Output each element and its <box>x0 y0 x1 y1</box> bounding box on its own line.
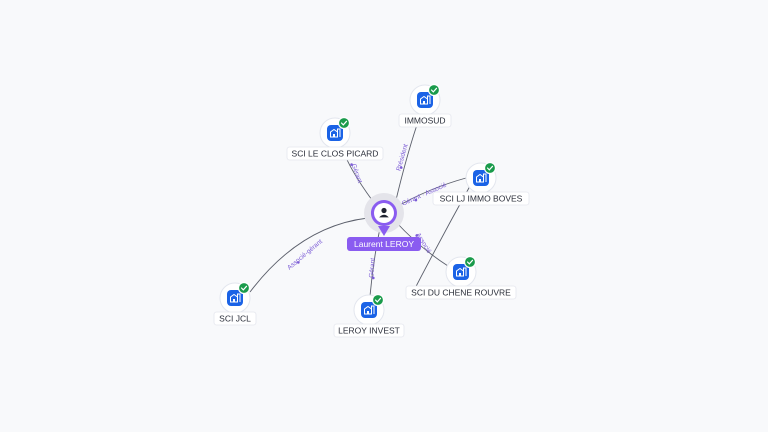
person-name[interactable]: Laurent LEROY <box>354 239 414 249</box>
company-label-bg <box>213 311 257 326</box>
company-building-icon <box>453 264 469 280</box>
person-icon <box>379 207 389 218</box>
edge-role-label: Associé-gérant <box>286 238 324 271</box>
company-node-sci-jcl[interactable]: SCI JCL <box>213 281 257 326</box>
company-building-icon <box>417 92 433 108</box>
company-node-sci-lj-immo-boves[interactable]: SCI LJ IMMO BOVES <box>432 161 530 206</box>
company-building-icon <box>227 290 243 306</box>
company-node-leroy-invest[interactable]: LEROY INVEST <box>333 293 405 338</box>
verified-check-icon <box>463 255 477 269</box>
company-label-bg <box>398 113 452 128</box>
company-building-icon <box>473 170 489 186</box>
company-node-sci-du-chene-rouvre[interactable]: SCI DU CHENE ROUVRE <box>405 255 517 300</box>
edge-arrow <box>297 261 300 264</box>
edge-role-label: Gérant <box>350 163 363 184</box>
company-node-sci-le-clos-picard[interactable]: SCI LE CLOS PICARD <box>286 116 384 161</box>
company-node-immosud[interactable]: IMMOSUD <box>398 83 452 128</box>
center-node[interactable]: Laurent LEROY <box>347 193 421 251</box>
edge-line <box>369 227 381 297</box>
company-label-bg <box>432 191 530 206</box>
company-building-icon <box>327 125 343 141</box>
company-name[interactable]: SCI JCL <box>219 314 251 324</box>
company-name[interactable]: SCI DU CHENE ROUVRE <box>411 288 511 298</box>
company-name[interactable]: SCI LJ IMMO BOVES <box>440 194 523 204</box>
edge-line <box>395 221 449 267</box>
company-label-bg <box>333 323 405 338</box>
edge-arrow <box>350 163 353 166</box>
edge-arrow <box>372 276 375 280</box>
company-label-bg <box>405 285 517 300</box>
edge-arrow <box>414 198 418 202</box>
company-name[interactable]: LEROY INVEST <box>338 326 400 336</box>
edge-line <box>249 217 369 293</box>
verified-check-icon <box>427 83 441 97</box>
company-label-bg <box>286 146 384 161</box>
edge-arrow <box>399 166 403 169</box>
company-building-icon <box>361 302 377 318</box>
edge-role-label: Gérant <box>368 258 376 279</box>
nodes-layer: IMMOSUD SCI LE CLOS PICARD SCI LJ IMMO BOV… <box>213 83 530 338</box>
edge-arrow <box>415 234 419 237</box>
company-name[interactable]: SCI LE CLOS PICARD <box>292 149 379 159</box>
person-label-bg <box>347 237 421 251</box>
company-name[interactable]: IMMOSUD <box>404 116 445 126</box>
edge-role-label: Président <box>395 143 409 172</box>
verified-check-icon <box>337 116 351 130</box>
verified-check-icon <box>237 281 251 295</box>
verified-check-icon <box>483 161 497 175</box>
edge-line <box>397 177 467 207</box>
verified-check-icon <box>371 293 385 307</box>
